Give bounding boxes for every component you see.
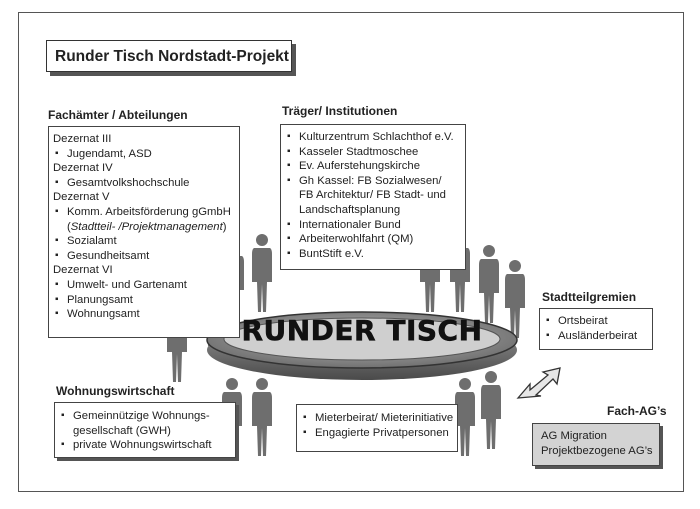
fach-ag-box: AG Migration Projektbezogene AG’s <box>532 423 660 466</box>
person-figure <box>455 378 475 456</box>
mieter-box: Mieterbeirat/ Mieterinitiative Engagiert… <box>296 404 458 452</box>
round-table-label: RUNDER TISCH <box>241 314 483 348</box>
person-figure <box>505 260 525 338</box>
list-item: Umwelt- und Gartenamt <box>49 278 239 293</box>
traeger-box: Kulturzentrum Schlachthof e.V. Kasseler … <box>280 124 466 270</box>
list-item: Ausländerbeirat <box>540 329 652 344</box>
fach-ag-line: Projektbezogene AG’s <box>541 445 653 457</box>
list-item: Kasseler Stadtmoschee <box>281 145 465 160</box>
list-item: Sozialamt <box>49 234 239 249</box>
wohnung-heading: Wohnungswirtschaft <box>56 384 175 398</box>
fach-ag-heading: Fach-AG’s <box>607 404 667 418</box>
list-item: Mieterbeirat/ Mieterinitiative <box>297 411 457 426</box>
diagram-frame <box>18 12 684 492</box>
list-item: BuntStift e.V. <box>281 247 465 262</box>
list-item: Internationaler Bund <box>281 218 465 233</box>
list-item: Gesundheitsamt <box>49 249 239 264</box>
fachaemter-heading: Fachämter / Abteilungen <box>48 108 188 122</box>
fachaemter-box: Dezernat III Jugendamt, ASD Dezernat IV … <box>48 126 240 338</box>
list-item: Gesamtvolkshochschule <box>49 176 239 191</box>
list-item: Jugendamt, ASD <box>49 147 239 162</box>
list-item: Engagierte Privatpersonen <box>297 426 457 441</box>
list-item: Kulturzentrum Schlachthof e.V. <box>281 130 465 145</box>
list-item: Gh Kassel: FB Sozialwesen/ <box>281 174 465 189</box>
list-item: Arbeiterwohlfahrt (QM) <box>281 232 465 247</box>
fach-ag-line: AG Migration <box>541 430 607 442</box>
person-figure <box>481 371 501 449</box>
dezernat-label: Dezernat V <box>53 191 110 204</box>
list-item: Planungsamt <box>49 293 239 308</box>
round-table <box>206 311 518 380</box>
list-item: private Wohnungswirtschaft <box>55 438 235 453</box>
stadtteil-heading: Stadtteilgremien <box>542 290 637 304</box>
double-arrow-icon <box>516 367 561 399</box>
dezernat-label: Dezernat IV <box>53 162 113 175</box>
wohnung-box: Gemeinnützige Wohnungs- gesellschaft (GW… <box>54 402 236 458</box>
list-item: Ev. Auferstehungskirche <box>281 159 465 174</box>
page-title: Runder Tisch Nordstadt-Projekt <box>46 40 292 72</box>
list-item-continuation: (Stadtteil- /Projektmanagement) <box>67 220 227 233</box>
list-item: Komm. Arbeitsförderung gGmbH <box>49 205 239 220</box>
stadtteil-box: Ortsbeirat Ausländerbeirat <box>539 308 653 350</box>
list-item-continuation: gesellschaft (GWH) <box>73 424 171 437</box>
traeger-heading: Träger/ Institutionen <box>282 104 398 118</box>
list-item: Gemeinnützige Wohnungs- <box>55 409 235 424</box>
dezernat-label: Dezernat VI <box>53 264 113 277</box>
list-item-continuation: Landschaftsplanung <box>299 203 401 216</box>
list-item-continuation: FB Architektur/ FB Stadt- und <box>299 189 446 202</box>
person-figure <box>252 234 272 312</box>
dezernat-label: Dezernat III <box>53 133 112 145</box>
list-item: Wohnungsamt <box>49 307 239 322</box>
list-item: Ortsbeirat <box>540 314 652 329</box>
person-figure <box>479 245 499 323</box>
person-figure <box>252 378 272 456</box>
